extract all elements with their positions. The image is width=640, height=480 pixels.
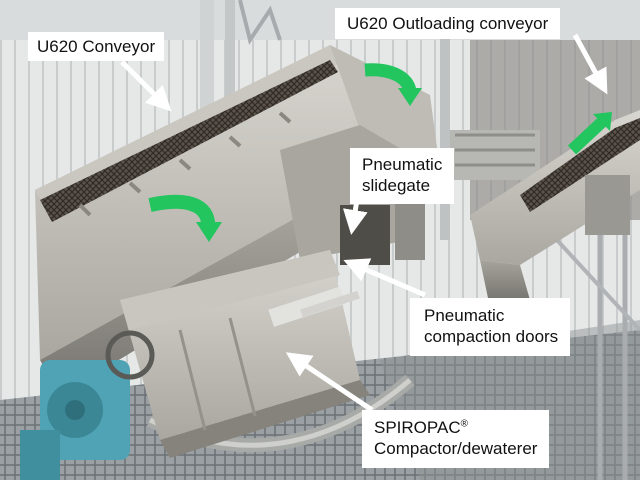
outloading-motor [585,175,630,235]
main-conveyor [35,45,430,360]
label-pneumatic-slidegate: Pneumatic slidegate [350,148,455,204]
pointer-arrow-icon [572,33,608,95]
pointer-arrow-icon [343,258,426,298]
conveyor-head [330,45,440,170]
label-slidegate-line1: Pneumatic [362,155,443,174]
drive-motor [20,430,60,480]
label-u620-conveyor-text: U620 Conveyor [37,37,156,56]
column-right [440,20,450,240]
conveyor-mesh-cover [40,60,338,222]
label-compactor-line1: SPIROPAC® [374,417,537,438]
pneumatic-cylinder [268,286,346,327]
label-slidegate-line2: slidegate [362,176,431,195]
pointer-arrow-icon [285,352,374,413]
label-compactor-brand: SPIROPAC [374,418,461,437]
label-compactor-line2: Compactor/dewaterer [374,439,538,458]
flow-arrow-icon [567,117,607,155]
label-pneumatic-compaction-doors: Pneumatic compaction doors [410,298,571,356]
pallet [450,130,540,180]
pointer-arrow-icon [120,60,172,112]
label-outloading-conveyor-text: U620 Outloading conveyor [347,14,549,33]
registered-mark: ® [460,418,468,430]
label-doors-line2: compaction doors [424,327,559,346]
label-spiropac-compactor: SPIROPAC® Compactor/dewaterer [362,410,550,468]
label-u620-conveyor: U620 Conveyor [28,32,165,61]
handwheel [105,330,155,380]
label-outloading-conveyor: U620 Outloading conveyor [335,8,561,39]
label-doors-line1: Pneumatic [424,306,505,325]
